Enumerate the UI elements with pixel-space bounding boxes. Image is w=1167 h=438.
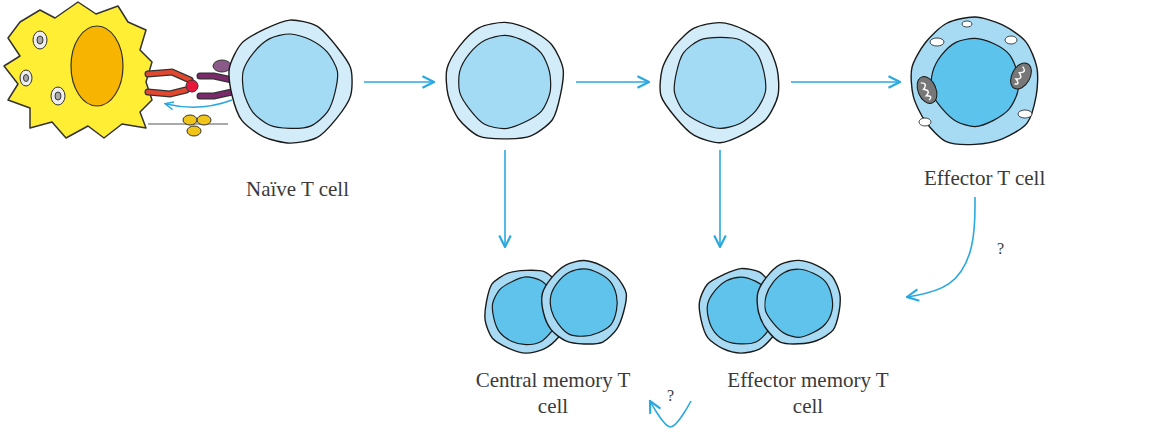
t-cell — [442, 20, 568, 144]
vesicle — [1005, 36, 1017, 44]
t-cell: Effector memory T cell — [695, 253, 901, 419]
organelles — [20, 31, 65, 105]
cell-drawing — [657, 20, 783, 144]
cell-drawing — [442, 20, 568, 144]
cell-membrane — [229, 20, 352, 143]
cell-nucleus — [674, 37, 765, 128]
vesicle — [919, 118, 931, 126]
cell-membrane — [660, 23, 779, 143]
vesicle — [930, 38, 944, 46]
cell-label: Effector memory T cell — [716, 367, 901, 419]
t-cell: Effector T cell — [908, 15, 1046, 191]
cell-membrane — [542, 260, 627, 344]
cell-membrane — [911, 17, 1038, 145]
arrow-connector — [719, 150, 721, 247]
t-cell: Naïve T cell — [224, 18, 356, 202]
signal-arrow — [166, 100, 232, 107]
cell-drawing — [695, 253, 845, 357]
cell-nucleus — [459, 35, 551, 128]
cell-outline — [660, 23, 779, 143]
arrow-connector — [504, 150, 506, 247]
vesicle — [962, 21, 972, 27]
cell-membrane — [446, 22, 563, 139]
cell-outline — [446, 22, 563, 139]
arrow-connector — [907, 197, 975, 297]
t-cell — [657, 20, 783, 144]
cell-label: Central memory T cell — [461, 367, 646, 419]
cell-nucleus — [765, 269, 832, 337]
costimulatory-molecules — [148, 115, 228, 136]
cell-outline — [911, 17, 1038, 145]
cell-drawing — [224, 18, 356, 146]
cell-nucleus — [550, 269, 617, 336]
arrow-connector — [364, 81, 434, 83]
mhc-tcr-complex — [148, 60, 232, 96]
cell-nucleus — [242, 34, 337, 128]
cell-label: Naïve T cell — [246, 176, 349, 202]
cell-outline — [757, 260, 840, 344]
cell-membrane — [757, 260, 840, 344]
dendritic-cell-body — [4, 2, 152, 138]
cell-outline — [542, 260, 627, 344]
edge-label: ? — [995, 240, 1006, 258]
mitochondrion — [913, 74, 940, 107]
cell-label: Effector T cell — [924, 165, 1045, 191]
t-cell: Central memory T cell — [460, 253, 646, 419]
cell-outline — [229, 20, 352, 143]
arrow-connector — [791, 81, 900, 83]
mitochondrion — [1006, 59, 1035, 92]
dendritic-cell-nucleus — [71, 26, 123, 106]
cell-drawing — [908, 15, 1042, 149]
cell-drawing — [480, 253, 630, 357]
vesicle — [1018, 110, 1032, 118]
edge-label: ? — [665, 387, 676, 405]
arrow-connector — [576, 81, 649, 83]
cell-nucleus — [931, 38, 1018, 126]
